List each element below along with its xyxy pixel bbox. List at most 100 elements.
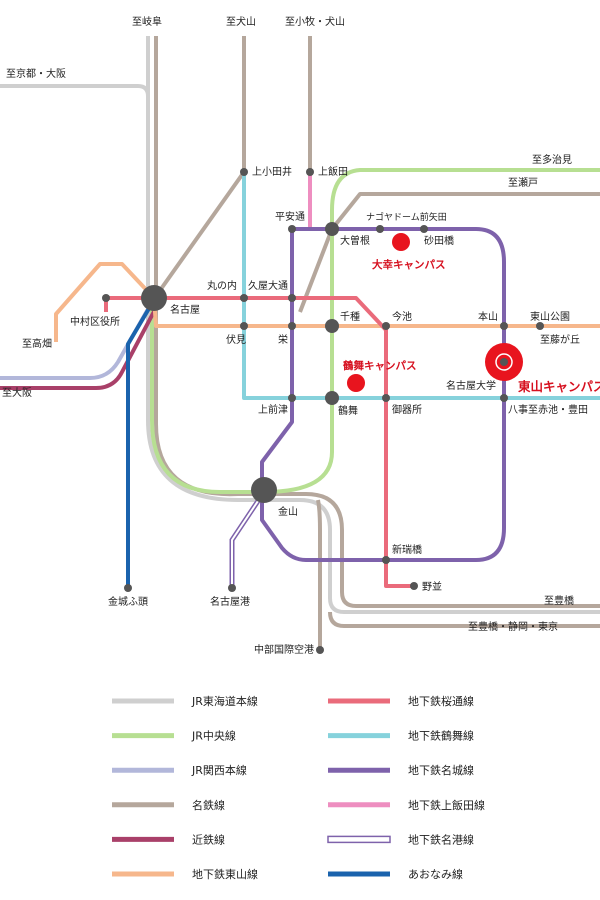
legend-item: 地下鉄鶴舞線: [328, 729, 474, 743]
legend-label: 地下鉄上飯田線: [408, 798, 485, 812]
station-motoyama: [500, 322, 508, 330]
station-nonami: [410, 582, 418, 590]
direction-fujigaoka: 至藤が丘: [540, 333, 580, 346]
campus-tsurumai-marker[interactable]: [347, 374, 365, 392]
line-meitetsu-centrair: [316, 499, 322, 650]
station-sunadabashi: [420, 225, 428, 233]
station-shinmizuhashi: [382, 556, 390, 564]
station-nagoya-hub: [141, 285, 167, 311]
direction-kyoto-osaka: 至京都・大阪: [6, 67, 66, 80]
station-nagoyadome: [376, 225, 384, 233]
campus-higashiyama-center: [500, 358, 508, 366]
label-kanayama: 金山: [278, 505, 298, 518]
legend-item: 地下鉄上飯田線: [328, 798, 485, 812]
legend-item: あおなみ線: [328, 867, 463, 881]
station-kamimaezu: [288, 394, 296, 402]
label-yagoto: 八事: [508, 403, 528, 416]
legend-label: 地下鉄名城線: [408, 763, 474, 777]
line-meitetsu-inuyama: [154, 36, 246, 298]
station-sakae: [288, 322, 296, 330]
station-ozone: [325, 222, 339, 236]
label-tsurumai: 鶴舞: [338, 404, 358, 417]
legend-label: 地下鉄桜通線: [408, 694, 474, 708]
legend-item: JR関西本線: [112, 763, 247, 777]
label-motoyama: 本山: [478, 310, 498, 323]
legend-label: JR関西本線: [191, 763, 247, 777]
station-kinjofuto: [124, 584, 132, 592]
station-fushimi: [240, 322, 248, 330]
legend-item: 地下鉄東山線: [112, 867, 258, 881]
legend-item: 近鉄線: [112, 832, 225, 846]
legend-item: 地下鉄桜通線: [328, 694, 474, 708]
line-meitetsu-toyohashi: [328, 611, 600, 628]
label-centrair: 中部国際空港: [254, 643, 314, 656]
direction-seto: 至瀬戸: [508, 177, 538, 189]
line-higashiyama: [54, 262, 600, 342]
direction-gifu: 至岐阜: [132, 15, 162, 28]
direction-toyohashi-shizuoka: 至豊橋・静岡・東京: [468, 620, 558, 633]
station-tsurumai-st: [325, 391, 339, 405]
station-nagoyako: [228, 584, 236, 592]
station-kanayama-hub: [251, 477, 277, 503]
station-kamiiida: [306, 168, 314, 176]
label-kamiotai: 上小田井: [252, 165, 292, 178]
label-nagoya-univ: 名古屋大学: [446, 379, 496, 392]
line-aonami: [126, 298, 156, 588]
label-campus-higashiyama[interactable]: 東山キャンパス: [518, 379, 600, 394]
label-chikusa: 千種: [340, 310, 360, 323]
station-gokiso: [382, 394, 390, 402]
legend: JR東海道本線地下鉄桜通線JR中央線地下鉄鶴舞線JR関西本線地下鉄名城線名鉄線地…: [112, 694, 485, 881]
legend-item: 地下鉄名港線: [327, 832, 474, 846]
line-tsurumai: [242, 172, 600, 400]
station-chikusa: [325, 319, 339, 333]
legend-label: JR中央線: [191, 729, 236, 743]
label-imaike: 今池: [392, 310, 412, 323]
label-higashiyama-koen: 東山公園: [530, 310, 570, 323]
station-higashiyama-koen: [536, 322, 544, 330]
label-shinmizuhashi: 新瑞橋: [392, 543, 422, 556]
station-hisaya: [288, 294, 296, 302]
label-kamimaezu: 上前津: [258, 403, 288, 416]
direction-akaike: 至赤池・豊田: [528, 403, 588, 416]
legend-label: 地下鉄名港線: [408, 832, 474, 846]
direction-takabata: 至高畑: [22, 337, 52, 350]
station-imaike: [382, 322, 390, 330]
label-campus-daiko[interactable]: 大幸キャンパス: [372, 258, 446, 271]
label-heiando: 平安通: [275, 210, 305, 223]
label-nagoyako: 名古屋港: [210, 595, 250, 608]
legend-label: あおなみ線: [408, 867, 463, 881]
campus-daiko-marker[interactable]: [392, 233, 410, 251]
label-marunouchi: 丸の内: [207, 279, 237, 292]
label-sunadabashi: 砂田橋: [424, 234, 454, 247]
label-nagoya: 名古屋: [170, 303, 200, 316]
legend-label: 地下鉄鶴舞線: [408, 729, 474, 743]
line-kintetsu: [0, 303, 160, 390]
legend-label: 名鉄線: [192, 798, 225, 812]
line-meitetsu-seto: [298, 192, 600, 313]
label-hisaya: 久屋大通: [248, 279, 288, 292]
station-markers: [102, 168, 544, 654]
line-jr-chuo: [150, 168, 600, 494]
direction-osaka: 至大阪: [2, 386, 32, 399]
station-heiando: [288, 225, 296, 233]
legend-label: 近鉄線: [192, 832, 225, 846]
label-kamiiida: 上飯田: [318, 165, 348, 178]
direction-inuyama: 至犬山: [226, 15, 256, 28]
legend-item: JR中央線: [112, 729, 236, 743]
legend-item: 地下鉄名城線: [328, 763, 474, 777]
direction-tajimi: 至多治見: [532, 153, 572, 166]
station-marunouchi: [240, 294, 248, 302]
station-nakamura: [102, 294, 110, 302]
direction-toyohashi: 至豊橋: [544, 594, 574, 607]
station-centrair: [316, 646, 324, 654]
legend-item: 名鉄線: [112, 798, 225, 812]
line-meitetsu-gifu: [154, 36, 600, 608]
label-nonami: 野並: [422, 580, 442, 593]
line-meijo: [260, 227, 506, 562]
legend-label: JR東海道本線: [191, 694, 258, 708]
label-fushimi: 伏見: [226, 333, 246, 346]
legend-label: 地下鉄東山線: [192, 867, 258, 881]
label-campus-tsurumai[interactable]: 鶴舞キャンパス: [343, 359, 417, 372]
legend-item: JR東海道本線: [112, 694, 258, 708]
